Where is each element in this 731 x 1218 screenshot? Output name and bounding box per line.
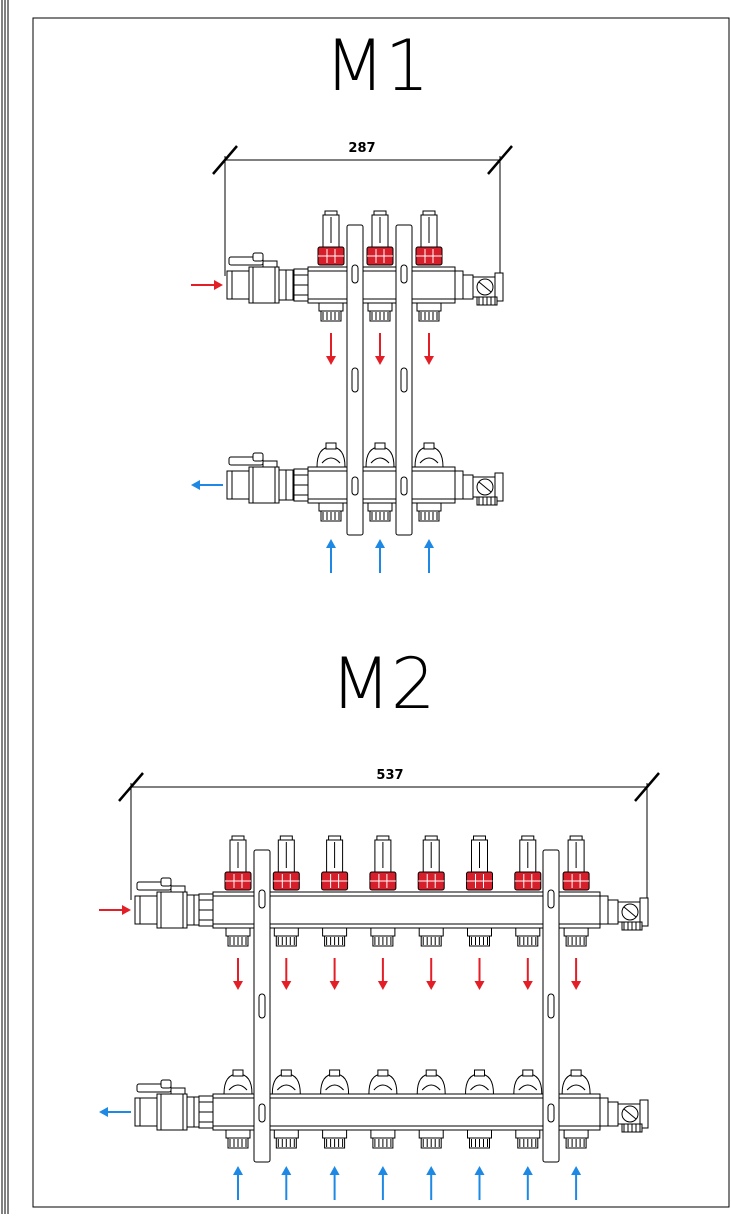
m2-flowmeter — [466, 835, 493, 891]
m2-return-valve-cap — [561, 1069, 591, 1095]
m1-return-outlet — [367, 502, 393, 522]
m1-title: M1 — [325, 25, 430, 107]
m2-return-arrow — [474, 1166, 485, 1200]
m1-return-outlet — [318, 502, 344, 522]
m1-return-arrow — [326, 539, 336, 573]
m1-dimension-label: 287 — [348, 141, 375, 156]
m2-return-valve-cap — [368, 1069, 398, 1095]
m2-supply-arrow — [377, 958, 388, 990]
m2-return-outlet — [225, 1129, 251, 1149]
m2-supply-bar — [198, 891, 609, 929]
m2-return-valve-cap — [416, 1069, 446, 1095]
m1-supply-arrow — [375, 333, 385, 365]
m2-flowmeter — [369, 835, 397, 891]
m2-return-arrow — [571, 1166, 582, 1200]
m2-flowmeter — [272, 835, 300, 891]
m2-return-outlet — [322, 1129, 348, 1149]
m1-supply-outlet — [367, 302, 393, 322]
m1-return-arrow — [424, 539, 434, 573]
m2-dimension-label: 537 — [376, 768, 403, 783]
m2-supply-outlet — [225, 927, 251, 947]
m1-return-valve-cap — [316, 442, 346, 468]
m2-return-arrow — [281, 1166, 292, 1200]
m2-mounting-bracket — [253, 849, 271, 1163]
m2-supply-end-cap — [607, 897, 649, 931]
m2-supply-arrow — [233, 958, 243, 990]
m2-supply-outlet — [418, 927, 444, 947]
m1-supply-outlet — [318, 302, 344, 322]
m1-return-valve-cap — [414, 442, 444, 468]
m1-return-bar — [293, 466, 464, 504]
m2-supply-outlet — [563, 927, 589, 947]
m1-inlet-arrow — [191, 280, 223, 290]
m1-supply-end-cap — [462, 272, 504, 306]
m1-return-end-cap — [462, 472, 504, 506]
m2-supply-arrow — [426, 958, 437, 990]
m2-return-outlet — [418, 1129, 444, 1149]
m2-return-arrow — [522, 1166, 533, 1200]
m2-return-end-cap — [607, 1099, 649, 1133]
m2-supply-arrow — [571, 958, 582, 990]
m2-flowmeter — [417, 835, 445, 891]
m2-supply-arrow — [522, 958, 533, 990]
m1-flowmeter — [317, 210, 345, 266]
m1-mounting-bracket — [395, 224, 413, 536]
m1-supply-arrow — [326, 333, 336, 365]
m1-supply-ball-valve — [226, 252, 294, 304]
m2-return-ball-valve — [134, 1079, 202, 1131]
m2-return-outlet — [515, 1129, 541, 1149]
m2-supply-ball-valve — [134, 877, 202, 929]
m1-flowmeter — [366, 210, 394, 266]
m1-return-arrow — [375, 539, 385, 573]
m2-return-valve-cap — [513, 1069, 543, 1095]
m1-supply-outlet — [416, 302, 442, 322]
m2-return-arrow — [329, 1166, 340, 1200]
m2-flowmeter — [514, 835, 542, 891]
m2-inlet-arrow — [99, 905, 131, 915]
m2-supply-arrow — [281, 958, 292, 990]
m1-supply-bar — [293, 266, 464, 304]
m2-supply-outlet — [322, 927, 348, 947]
m2-flowmeter — [321, 835, 349, 891]
m2-return-valve-cap — [320, 1069, 350, 1095]
m2-return-outlet — [563, 1129, 589, 1149]
m2-mounting-bracket — [542, 849, 560, 1163]
m2-return-outlet — [273, 1129, 299, 1149]
m1-dimension-line — [212, 145, 513, 276]
m2-return-valve-cap — [464, 1069, 495, 1095]
manifold-m2 — [99, 772, 660, 1200]
m2-return-arrow — [233, 1166, 243, 1200]
m1-return-outlet — [416, 502, 442, 522]
m2-supply-outlet — [370, 927, 396, 947]
m1-return-valve-cap — [365, 442, 395, 468]
m2-return-arrow — [377, 1166, 388, 1200]
m1-outlet-arrow — [191, 480, 223, 490]
m2-outlet-arrow — [99, 1107, 131, 1117]
m1-mounting-bracket — [346, 224, 364, 536]
m2-dimension-line — [118, 772, 660, 900]
m1-supply-arrow — [424, 333, 434, 365]
m2-return-bar — [198, 1093, 609, 1131]
m2-supply-outlet — [273, 927, 299, 947]
m2-supply-outlet — [467, 927, 492, 947]
m2-return-outlet — [370, 1129, 396, 1149]
m2-supply-arrow — [474, 958, 485, 990]
m2-return-outlet — [467, 1129, 492, 1149]
m2-return-valve-cap — [271, 1069, 301, 1095]
m1-return-ball-valve — [226, 452, 294, 504]
m2-title: M2 — [331, 643, 436, 725]
m1-flowmeter — [415, 210, 443, 266]
manifold-m1 — [191, 145, 513, 573]
m2-supply-arrow — [329, 958, 340, 990]
m2-return-arrow — [426, 1166, 437, 1200]
m2-flowmeter — [224, 835, 252, 891]
m2-return-valve-cap — [223, 1069, 253, 1095]
m2-flowmeter — [562, 835, 590, 891]
m2-supply-outlet — [515, 927, 541, 947]
